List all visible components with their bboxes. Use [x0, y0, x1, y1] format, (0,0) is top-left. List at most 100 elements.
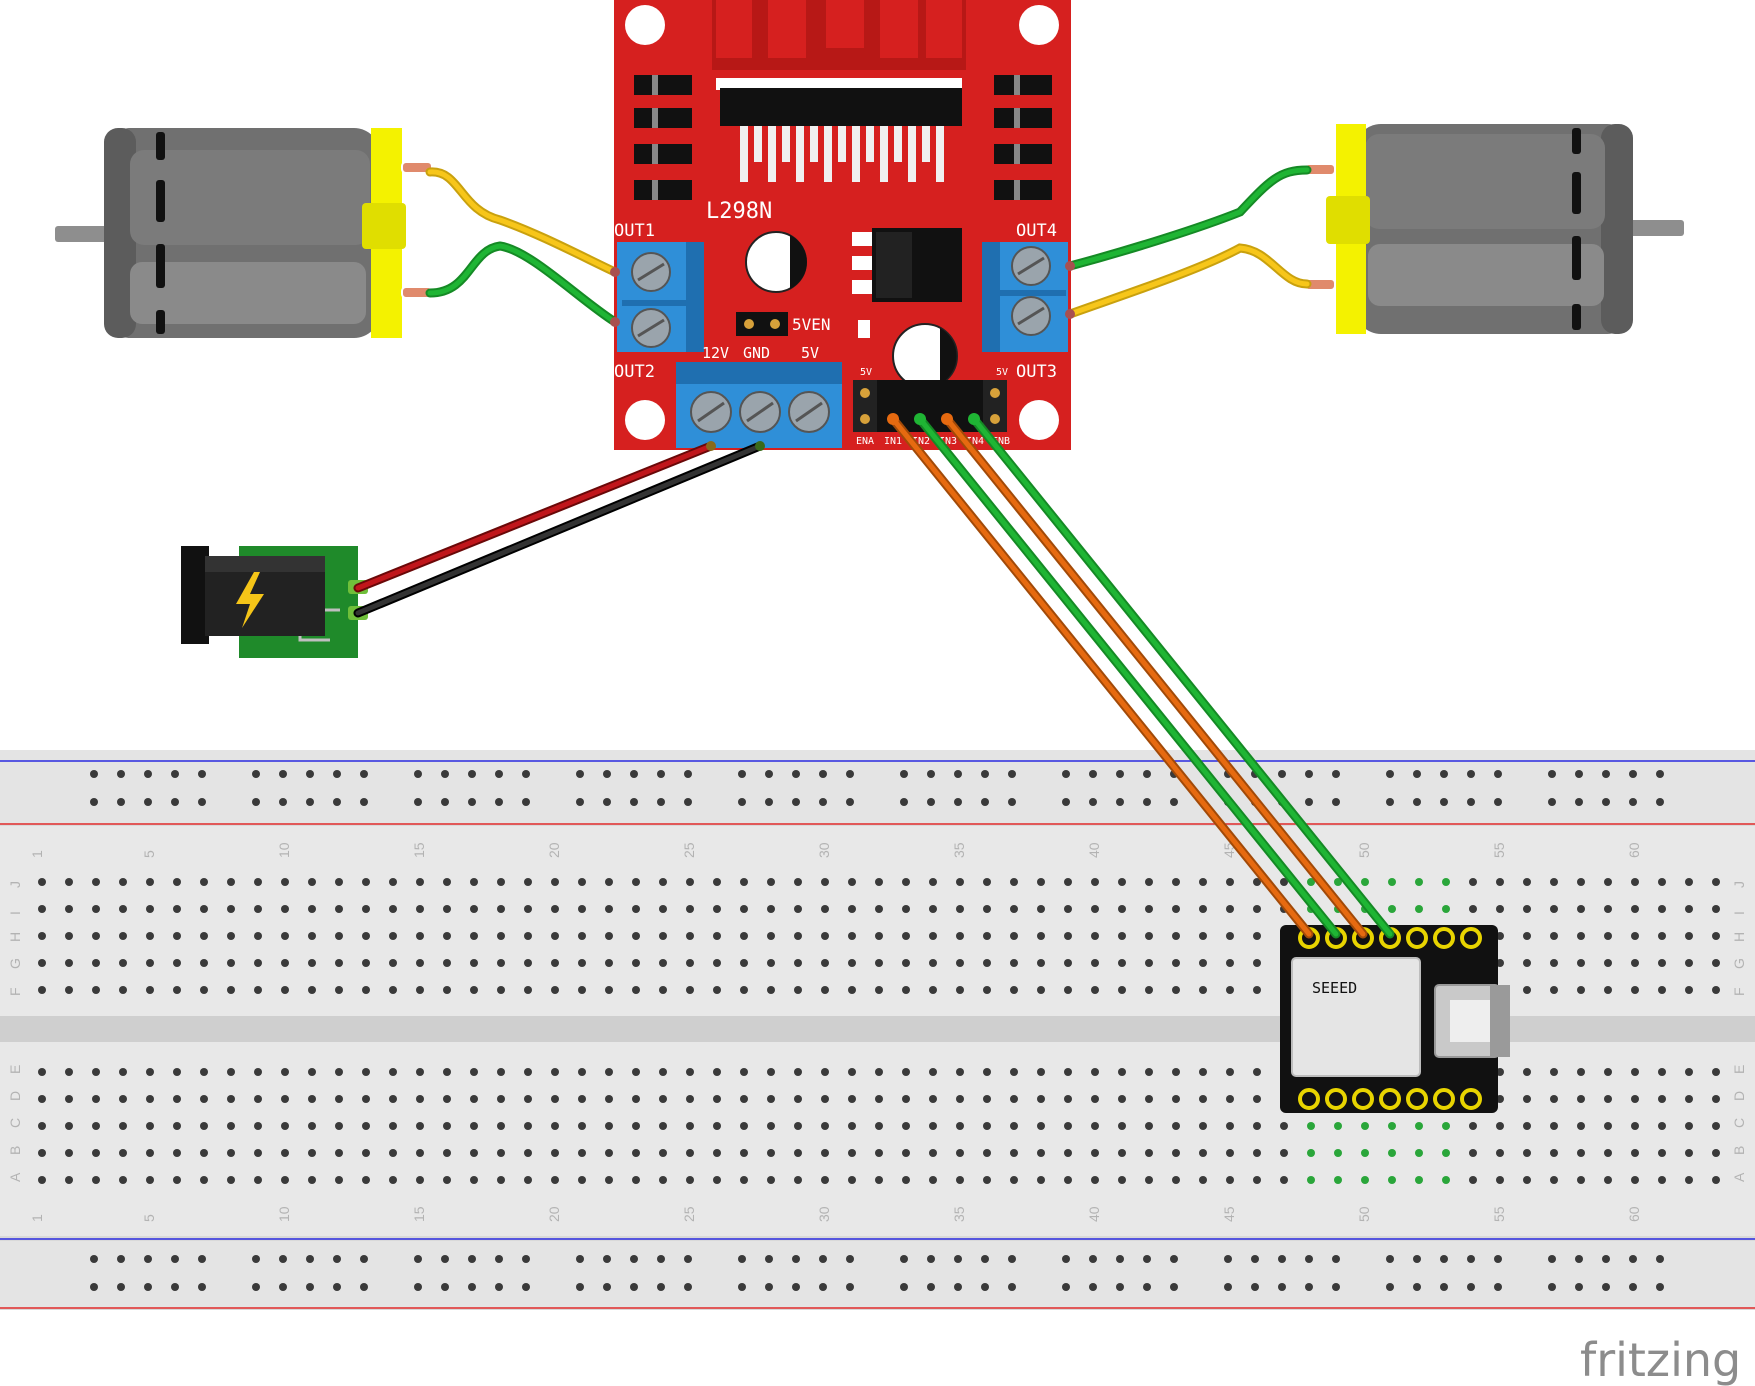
breadboard-hole[interactable] [1145, 1176, 1153, 1184]
breadboard-hole[interactable] [659, 932, 667, 940]
breadboard-hole[interactable] [65, 1095, 73, 1103]
breadboard-hole[interactable] [173, 1176, 181, 1184]
breadboard-hole[interactable] [1226, 932, 1234, 940]
breadboard-hole[interactable] [929, 1095, 937, 1103]
breadboard-hole[interactable] [495, 770, 503, 778]
breadboard-hole[interactable] [1091, 1149, 1099, 1157]
breadboard-hole[interactable] [740, 878, 748, 886]
breadboard-hole[interactable] [605, 1149, 613, 1157]
breadboard-hole[interactable] [1413, 770, 1421, 778]
breadboard-hole[interactable] [632, 932, 640, 940]
breadboard-hole[interactable] [1577, 1176, 1585, 1184]
breadboard-hole[interactable] [1550, 959, 1558, 967]
breadboard-hole[interactable] [1658, 878, 1666, 886]
dc-motor-right[interactable] [1304, 124, 1684, 334]
breadboard-hole[interactable] [848, 1095, 856, 1103]
breadboard-hole[interactable] [1442, 1149, 1450, 1157]
breadboard-hole[interactable] [1062, 770, 1070, 778]
breadboard-hole[interactable] [578, 878, 586, 886]
breadboard-hole[interactable] [956, 1122, 964, 1130]
breadboard-hole[interactable] [1280, 1176, 1288, 1184]
breadboard-hole[interactable] [65, 878, 73, 886]
breadboard-hole[interactable] [416, 1068, 424, 1076]
breadboard-hole[interactable] [1496, 1149, 1504, 1157]
breadboard-hole[interactable] [65, 905, 73, 913]
breadboard-hole[interactable] [497, 1176, 505, 1184]
breadboard-hole[interactable] [119, 905, 127, 913]
breadboard-hole[interactable] [416, 1149, 424, 1157]
breadboard-hole[interactable] [144, 798, 152, 806]
breadboard-hole[interactable] [578, 1176, 586, 1184]
breadboard-hole[interactable] [1199, 986, 1207, 994]
breadboard-hole[interactable] [1253, 932, 1261, 940]
breadboard-hole[interactable] [686, 1149, 694, 1157]
breadboard-hole[interactable] [254, 1095, 262, 1103]
breadboard-hole[interactable] [173, 986, 181, 994]
xiao-pin[interactable] [1460, 927, 1482, 949]
breadboard-hole[interactable] [308, 1176, 316, 1184]
breadboard-hole[interactable] [846, 798, 854, 806]
breadboard-hole[interactable] [65, 986, 73, 994]
breadboard-hole[interactable] [1575, 770, 1583, 778]
breadboard-hole[interactable] [1172, 1176, 1180, 1184]
breadboard-hole[interactable] [441, 1283, 449, 1291]
breadboard-hole[interactable] [632, 905, 640, 913]
breadboard-hole[interactable] [173, 1149, 181, 1157]
breadboard-hole[interactable] [90, 770, 98, 778]
breadboard-hole[interactable] [657, 770, 665, 778]
seeed-xiao-board[interactable]: SEEED [1280, 925, 1510, 1113]
breadboard-hole[interactable] [1145, 986, 1153, 994]
breadboard-hole[interactable] [875, 986, 883, 994]
breadboard-hole[interactable] [686, 905, 694, 913]
breadboard-hole[interactable] [1226, 1176, 1234, 1184]
breadboard-hole[interactable] [1494, 1283, 1502, 1291]
breadboard-hole[interactable] [659, 1122, 667, 1130]
breadboard-hole[interactable] [279, 798, 287, 806]
breadboard-hole[interactable] [171, 1255, 179, 1263]
breadboard-hole[interactable] [630, 770, 638, 778]
breadboard-hole[interactable] [65, 959, 73, 967]
breadboard-hole[interactable] [848, 1122, 856, 1130]
breadboard-hole[interactable] [1280, 878, 1288, 886]
breadboard-hole[interactable] [1361, 878, 1369, 886]
breadboard-hole[interactable] [443, 1122, 451, 1130]
breadboard-hole[interactable] [1145, 1149, 1153, 1157]
breadboard-hole[interactable] [576, 1283, 584, 1291]
breadboard-hole[interactable] [875, 959, 883, 967]
breadboard-hole[interactable] [686, 1068, 694, 1076]
breadboard-hole[interactable] [252, 1255, 260, 1263]
breadboard-hole[interactable] [362, 959, 370, 967]
breadboard-hole[interactable] [1388, 905, 1396, 913]
breadboard-hole[interactable] [1118, 1149, 1126, 1157]
breadboard-hole[interactable] [173, 1068, 181, 1076]
5ven-jumper[interactable] [736, 312, 788, 336]
breadboard-hole[interactable] [92, 1122, 100, 1130]
breadboard-hole[interactable] [956, 959, 964, 967]
breadboard-hole[interactable] [983, 932, 991, 940]
breadboard-hole[interactable] [605, 1122, 613, 1130]
breadboard-hole[interactable] [497, 986, 505, 994]
breadboard-hole[interactable] [1629, 1255, 1637, 1263]
breadboard-hole[interactable] [1253, 878, 1261, 886]
breadboard-hole[interactable] [1712, 932, 1720, 940]
breadboard-hole[interactable] [470, 959, 478, 967]
breadboard-hole[interactable] [1604, 1122, 1612, 1130]
breadboard-hole[interactable] [65, 1122, 73, 1130]
breadboard-hole[interactable] [956, 905, 964, 913]
breadboard-hole[interactable] [1712, 959, 1720, 967]
breadboard-hole[interactable] [1469, 1176, 1477, 1184]
breadboard-hole[interactable] [1334, 878, 1342, 886]
breadboard-hole[interactable] [738, 1283, 746, 1291]
breadboard-hole[interactable] [65, 932, 73, 940]
breadboard-hole[interactable] [198, 1283, 206, 1291]
breadboard-hole[interactable] [1089, 770, 1097, 778]
breadboard-hole[interactable] [362, 905, 370, 913]
breadboard-hole[interactable] [1226, 905, 1234, 913]
breadboard-hole[interactable] [200, 1176, 208, 1184]
breadboard-hole[interactable] [495, 798, 503, 806]
breadboard-hole[interactable] [200, 1068, 208, 1076]
breadboard-hole[interactable] [1118, 878, 1126, 886]
breadboard-hole[interactable] [1494, 1255, 1502, 1263]
breadboard-hole[interactable] [1172, 986, 1180, 994]
breadboard-hole[interactable] [1629, 1283, 1637, 1291]
